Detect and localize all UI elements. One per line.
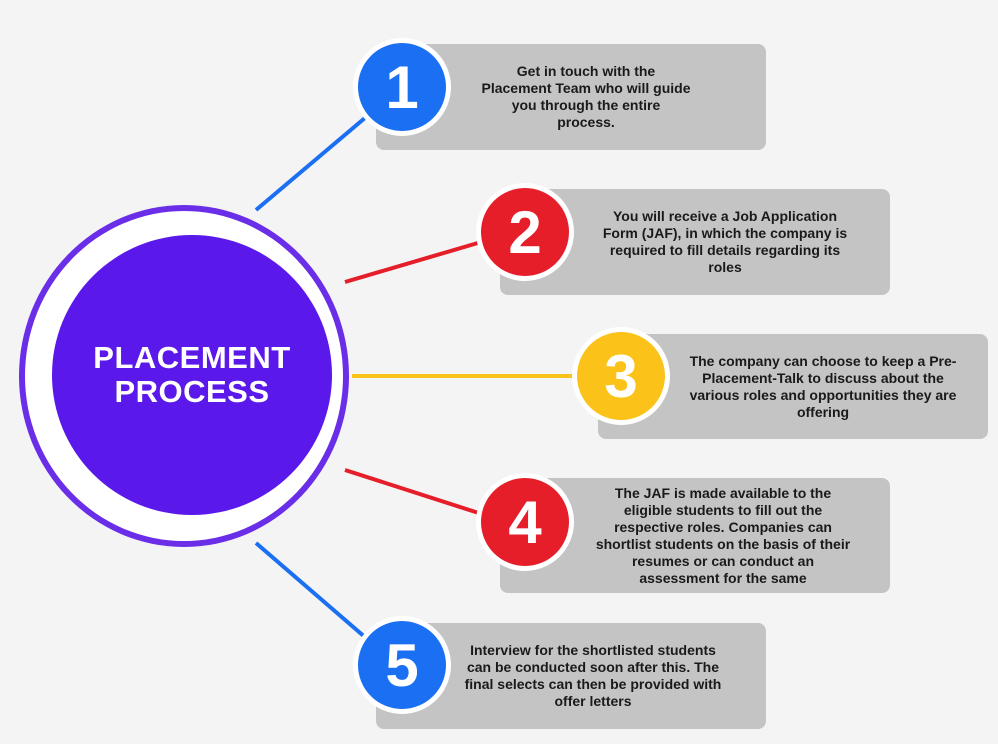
hub-center: PLACEMENT PROCESS bbox=[52, 235, 332, 515]
step-4-badge: 4 bbox=[476, 473, 574, 571]
step-2-badge: 2 bbox=[476, 183, 574, 281]
connector-4 bbox=[344, 468, 489, 518]
step-1-text: Get in touch with the Placement Team who… bbox=[481, 63, 691, 130]
step-2-text: You will receive a Job Application Form … bbox=[602, 208, 848, 275]
step-3-text: The company can choose to keep a Pre-Pla… bbox=[689, 352, 957, 420]
step-5-text: Interview for the shortlisted students c… bbox=[464, 642, 722, 709]
connector-5 bbox=[254, 541, 368, 640]
hub-title: PLACEMENT PROCESS bbox=[93, 340, 291, 409]
step-1-badge: 1 bbox=[353, 38, 451, 136]
connector-2 bbox=[344, 238, 489, 284]
step-4-text: The JAF is made available to the eligibl… bbox=[595, 484, 851, 586]
step-3-badge: 3 bbox=[572, 327, 670, 425]
connector-1 bbox=[254, 110, 374, 212]
step-5-badge: 5 bbox=[353, 616, 451, 714]
